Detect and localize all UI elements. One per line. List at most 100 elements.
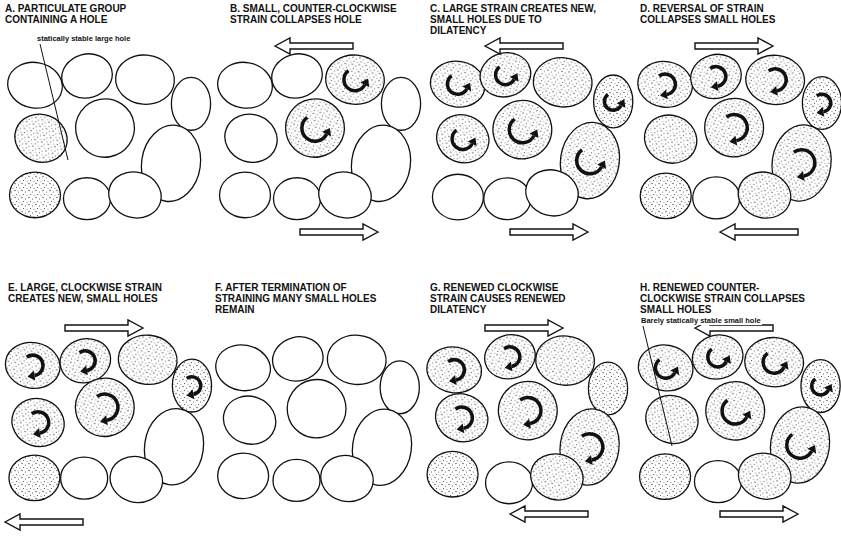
grain (430, 107, 496, 170)
grain (480, 329, 541, 384)
shear-arrow (720, 224, 798, 240)
rotation-arrow (582, 434, 603, 460)
rotation-arrow (344, 71, 365, 91)
shear-arrow (695, 38, 773, 54)
panel-title: F. AFTER TERMINATION OF STRAINING MANY S… (215, 282, 383, 315)
rotation-arrow (97, 394, 118, 420)
grain (267, 48, 328, 103)
grain (423, 343, 485, 397)
grain (63, 178, 110, 220)
shear-arrow (510, 506, 588, 522)
grain (427, 57, 489, 111)
grain (116, 333, 179, 387)
rotation-arrowhead (597, 161, 606, 170)
rotation-arrow (496, 67, 515, 85)
rotation-arrow (659, 74, 675, 94)
grain (71, 373, 139, 441)
rotation-arrow (509, 119, 534, 143)
rotation-arrowhead (817, 107, 825, 117)
rotation-arrowhead (660, 89, 668, 99)
rotation-arrowhead (523, 419, 531, 429)
particle-group (214, 48, 421, 224)
grain (640, 173, 691, 219)
rotation-arrowhead (468, 138, 477, 147)
rotation-arrowhead (797, 171, 805, 181)
panel-title: G. RENEWED CLOCKWISE STRAIN CAUSES RENEW… (430, 282, 598, 315)
rotation-arrow (520, 398, 541, 424)
grain (71, 94, 139, 162)
rotation-arrow (80, 351, 96, 371)
rotation-arrow (710, 67, 726, 87)
panel-title: B. SMALL, COUNTER-CLOCKWISE STRAIN COLLA… (230, 3, 398, 25)
rotation-arrowhead (187, 389, 195, 399)
grain (525, 448, 588, 506)
rotation-arrowhead (360, 79, 369, 88)
rotation-arrow (794, 150, 815, 176)
grain (701, 377, 769, 445)
grain (171, 77, 210, 130)
rotation-arrowhead (457, 423, 465, 433)
shear-arrow (510, 224, 588, 240)
rotation-arrow (302, 117, 327, 141)
rotation-arrow (726, 115, 747, 141)
rotation-arrow (187, 377, 201, 395)
grain (2, 338, 64, 392)
particle-group (634, 49, 841, 224)
grain (494, 377, 562, 445)
rotation-arrowhead (28, 371, 36, 381)
grain (380, 361, 419, 414)
grain (638, 108, 704, 171)
rotation-arrow (708, 349, 727, 367)
grain (744, 53, 807, 107)
grain (283, 375, 351, 443)
grain (802, 77, 841, 130)
rotation-arrow (722, 400, 747, 424)
rotation-arrow (769, 69, 787, 91)
grain (639, 388, 705, 451)
shear-arrow (720, 506, 798, 522)
grain (733, 166, 796, 224)
grain (634, 57, 696, 111)
grain (484, 178, 531, 220)
grain (429, 386, 495, 449)
grain (594, 75, 633, 128)
particle-group (212, 331, 419, 507)
grain (218, 453, 269, 499)
grain (212, 341, 274, 395)
panel-title: D. REVERSAL OF STRAIN COLLAPSES SMALL HO… (640, 3, 808, 25)
grain (4, 58, 66, 112)
rotation-arrowhead (722, 355, 731, 364)
rotation-arrowhead (100, 415, 108, 425)
hole-annotation: Barely statically stable small hole (640, 316, 762, 325)
grain (635, 341, 697, 395)
grain (427, 451, 478, 497)
panel-title: H. RENEWED COUNTER-CLOCKWISE STRAIN COLL… (640, 282, 808, 315)
shear-arrow (485, 38, 563, 54)
rotation-arrowhead (510, 73, 519, 82)
grain (218, 107, 284, 170)
grain (381, 77, 420, 130)
rotation-arrowhead (462, 83, 471, 92)
grain (700, 94, 768, 162)
rotation-arrowhead (449, 375, 457, 385)
rotation-arrow (455, 407, 472, 428)
rotation-arrow (504, 347, 520, 367)
grain (588, 362, 627, 415)
particle-group (2, 333, 212, 509)
panel-title: E. LARGE, CLOCKWISE STRAIN CREATES NEW, … (8, 282, 176, 304)
grain (521, 164, 584, 222)
rotation-arrowhead (670, 367, 679, 376)
rotation-arrowhead (807, 445, 816, 454)
rotation-arrow (447, 76, 466, 95)
panel-title: A. PARTICULATE GROUP CONTAINING A HOLE (5, 3, 173, 25)
rotation-arrowhead (729, 136, 737, 146)
grain (172, 359, 211, 412)
rotation-arrowhead (322, 128, 331, 137)
grain (733, 447, 796, 505)
rotation-arrowhead (585, 455, 593, 465)
grain (324, 53, 387, 107)
rotation-arrowhead (33, 428, 41, 438)
grain (217, 389, 283, 452)
grain (281, 94, 349, 162)
